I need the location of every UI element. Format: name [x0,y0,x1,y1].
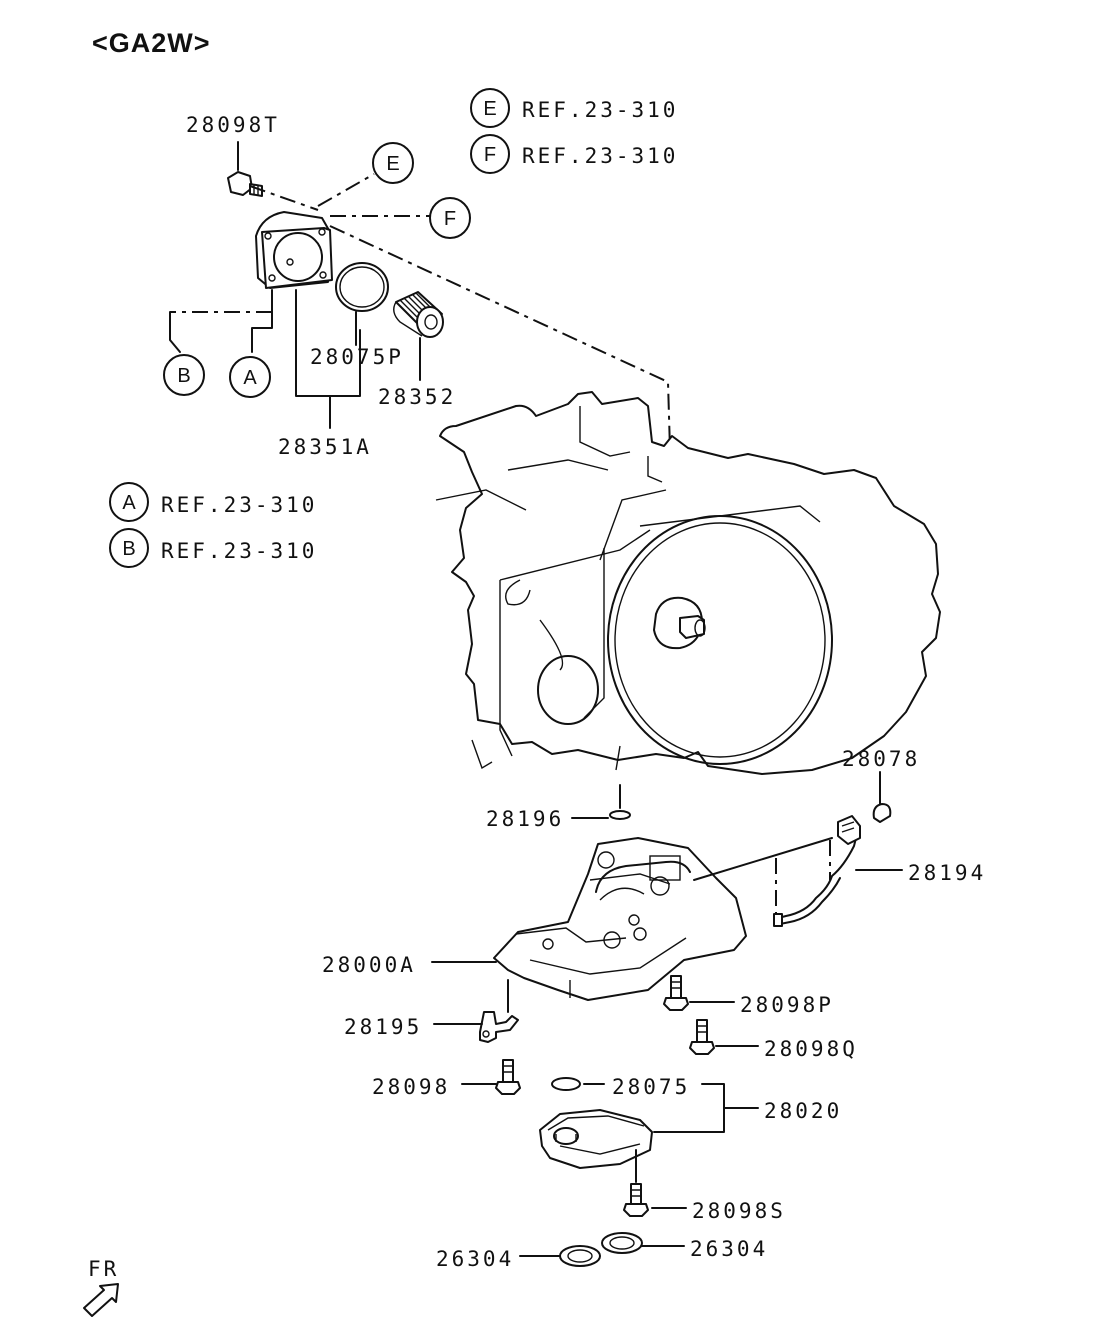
callout-f-letter: F [444,208,456,230]
bolt-28098[interactable] [495,1059,521,1095]
gasket-26304-right[interactable] [601,1232,643,1254]
label-28098s[interactable]: 28098S [692,1199,786,1223]
label-28075[interactable]: 28075 [612,1075,690,1099]
reference-e[interactable]: E REF.23-310 [470,88,678,128]
reference-f[interactable]: F REF.23-310 [470,134,678,174]
callout-f[interactable]: F [429,197,471,239]
label-28078[interactable]: 28078 [842,747,920,771]
strainer-28020[interactable] [539,1109,653,1169]
label-28075p[interactable]: 28075P [310,345,404,369]
bolt-28098t[interactable] [227,141,263,197]
label-28195[interactable]: 28195 [344,1015,422,1039]
reference-a-letter: A [122,492,136,514]
label-28196[interactable]: 28196 [486,807,564,831]
label-28098q[interactable]: 28098Q [764,1037,858,1061]
callout-b[interactable]: B [163,354,205,396]
transmission-case [435,391,941,775]
reference-b-letter: B [122,538,135,560]
callout-e[interactable]: E [372,142,414,184]
label-28000a[interactable]: 28000A [322,953,416,977]
o-ring-28075[interactable] [551,1077,581,1091]
reference-f-text: REF.23-310 [522,144,678,168]
label-28098[interactable]: 28098 [372,1075,450,1099]
label-28352[interactable]: 28352 [378,385,456,409]
label-28098p[interactable]: 28098P [740,993,834,1017]
label-28020[interactable]: 28020 [764,1099,842,1123]
reference-a-text: REF.23-310 [161,493,317,517]
bolt-28098s[interactable] [623,1183,649,1217]
filter-28352[interactable] [393,291,444,338]
callout-e-letter: E [386,153,399,175]
callout-a-letter: A [243,367,257,389]
reference-b[interactable]: B REF.23-310 [109,528,317,568]
gasket-26304-left[interactable] [559,1245,601,1267]
gasket-28196[interactable] [609,810,631,820]
callout-a[interactable]: A [229,356,271,398]
label-28194[interactable]: 28194 [908,861,986,885]
harness-28194[interactable] [693,815,861,927]
reference-a[interactable]: A REF.23-310 [109,482,317,522]
o-ring-28075p[interactable] [335,262,389,312]
diagram-title: <GA2W> [92,28,211,58]
front-arrow-icon [83,1283,119,1317]
reference-f-letter: F [484,144,496,166]
label-26304-left[interactable]: 26304 [436,1247,514,1271]
label-28098t[interactable]: 28098T [186,113,280,137]
bolt-28098q[interactable] [689,1019,715,1055]
direction-label: FR [88,1257,119,1281]
reference-e-letter: E [483,98,496,120]
label-26304-right[interactable]: 26304 [690,1237,768,1261]
o-ring-28078[interactable] [872,803,892,823]
label-28351a[interactable]: 28351A [278,435,372,459]
valve-body-28000a[interactable] [493,837,747,1001]
reference-e-text: REF.23-310 [522,98,678,122]
bolt-28098p[interactable] [663,975,689,1011]
bracket-28195[interactable] [479,1011,519,1043]
cover-28351a[interactable] [255,211,333,289]
callout-b-letter: B [177,365,190,387]
reference-b-text: REF.23-310 [161,539,317,563]
